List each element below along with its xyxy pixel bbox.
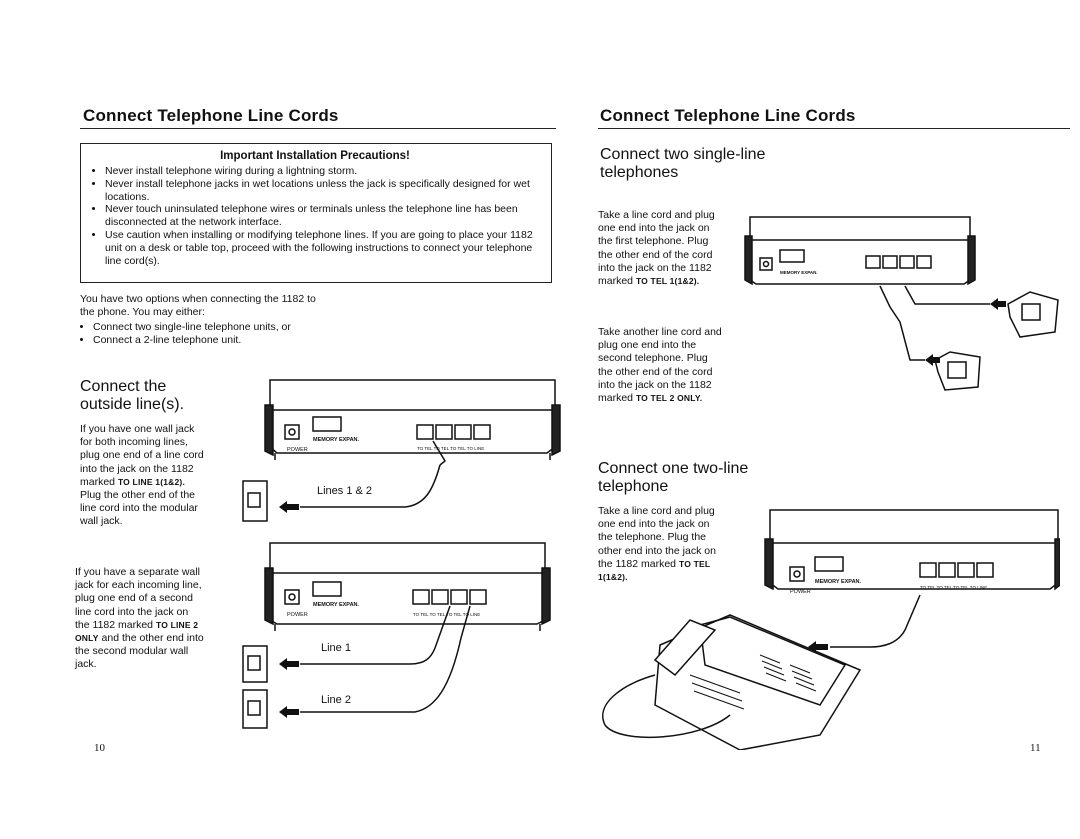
outside-para-2-a: If you have a separate wall jack for eac… [75,566,202,631]
left-page-title: Connect Telephone Line Cords [83,106,339,125]
lines-1-2-label: Lines 1 & 2 [317,485,372,497]
left-title-rule [80,128,556,129]
outside-lines-heading: Connect the outside line(s). [80,378,184,414]
precaution-item: Use caution when installing or modifying… [105,229,539,267]
jack-mark-line1: TO LINE 1(1&2). [117,476,186,487]
precaution-item: Never install telephone wiring during a … [105,165,539,178]
memory-expan-label: MEMORY EXPAN. [313,602,360,608]
single-heading-line1: Connect two single-line [600,146,766,163]
power-label: POWER [790,589,811,595]
two-line-heading-line1: Connect one two-line [598,460,749,477]
single-heading-line2: telephones [600,164,679,181]
memory-expan-label: MEMORY EXPAN. [780,270,818,275]
single-para-1: Take a line cord and plug one end into t… [598,209,724,288]
options-intro: You have two options when connecting the… [80,293,320,347]
diagram-two-line-phone: POWER MEMORY EXPAN. TO TEL TO TEL TO TEL… [602,509,1060,750]
two-line-heading: Connect one two-line telephone [598,460,748,496]
options-intro-text: You have two options when connecting the… [80,293,316,319]
outside-para-1: If you have one wall jack for both incom… [80,423,206,529]
line-1-label: Line 1 [321,642,351,654]
line-2-label: Line 2 [321,694,351,706]
single-line-heading: Connect two single-line telephones [600,146,765,182]
memory-expan-label: MEMORY EXPAN. [815,579,862,585]
power-label: POWER [287,612,308,618]
jack-labels: TO TEL TO TEL TO TEL TO LINE [920,585,987,590]
precautions-title: Important Installation Precautions! [220,150,410,162]
precaution-item: Never install telephone jacks in wet loc… [105,178,539,204]
outside-para-1-b: Plug the other end of the line cord into… [80,489,198,528]
jack-mark-tel1-two-line: TO TEL 1(1&2). [598,558,711,583]
jack-mark-tel2: TO TEL 2 ONLY. [635,393,703,404]
precautions-list: Never install telephone wiring during a … [91,165,539,267]
right-title-rule [598,128,1070,129]
left-page-number: 10 [94,742,105,754]
outside-heading-line1: Connect the [80,378,167,395]
two-line-para-a: Take a line cord and plug one end into t… [598,505,716,570]
jack-labels: TO TEL TO TEL TO TEL TO LINE [417,446,484,451]
outside-heading-line2: outside line(s). [80,396,185,413]
diagram-separate-wall-jacks: POWER MEMORY EXPAN. TO TEL TO TEL TO TEL… [242,542,551,729]
outside-para-1-a: If you have one wall jack for both incom… [80,423,204,488]
outside-para-2: If you have a separate wall jack for eac… [75,566,205,672]
outside-para-2-b: and the other end into the second modula… [75,632,204,671]
memory-expan-label: MEMORY EXPAN. [313,437,360,443]
jack-labels: TO TEL TO TEL TO TEL TO LINE [413,612,480,617]
jack-mark-line2: TO LINE 2 ONLY [75,619,199,644]
diagram-two-single-line-phones: MEMORY EXPAN. [744,216,1059,391]
diagram-one-wall-jack: POWER MEMORY EXPAN. TO TEL TO TEL TO TEL… [242,379,561,522]
precautions-box: Important Installation Precautions! Neve… [80,143,552,283]
single-para-2: Take another line cord and plug one end … [598,326,724,405]
options-list: Connect two single-line telephone units,… [80,321,320,347]
jack-mark-tel1: TO TEL 1(1&2). [635,276,700,287]
single-para-2-a: Take another line cord and plug one end … [598,326,722,405]
right-page-title: Connect Telephone Line Cords [600,106,856,125]
right-page-number: 11 [1030,742,1041,754]
option-item: Connect two single-line telephone units,… [93,321,320,334]
precaution-item: Never touch uninsulated telephone wires … [105,203,539,229]
two-line-para: Take a line cord and plug one end into t… [598,505,726,584]
option-item: Connect a 2-line telephone unit. [93,334,320,347]
single-para-1-a: Take a line cord and plug one end into t… [598,209,715,288]
power-label: POWER [287,447,308,453]
two-line-heading-line2: telephone [598,478,669,495]
